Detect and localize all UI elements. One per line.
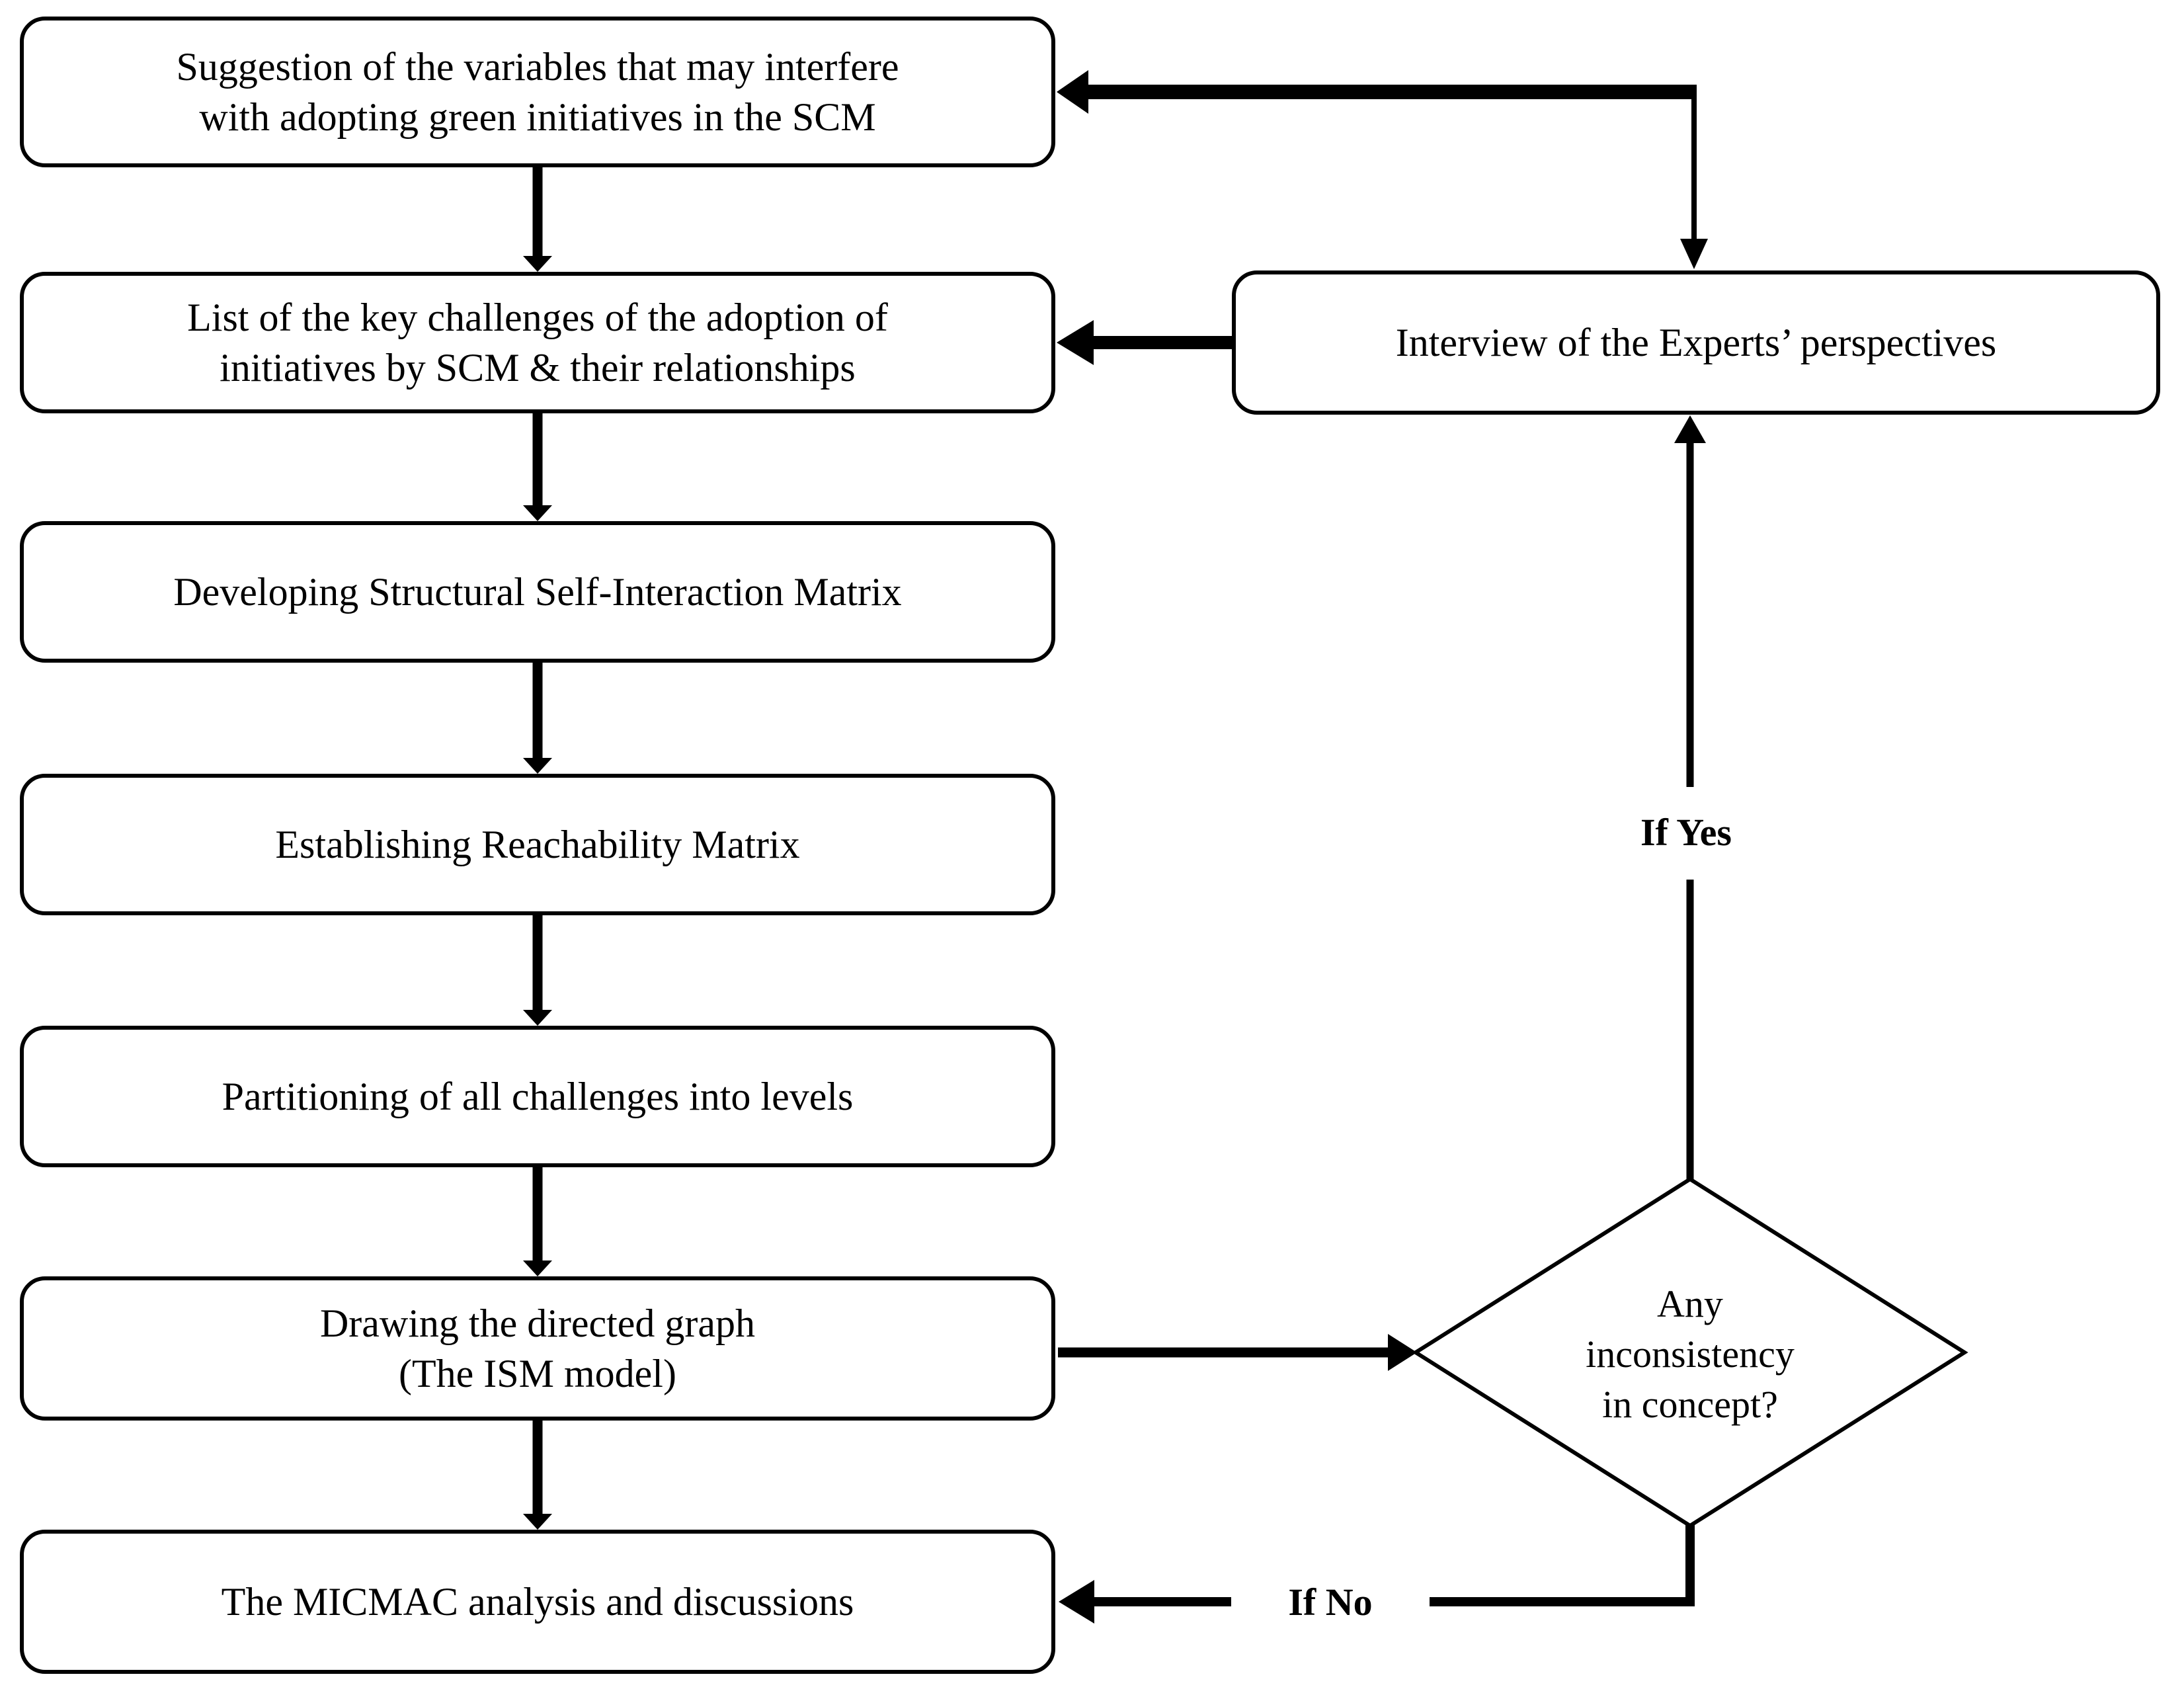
arrowhead-suggestion-to-list bbox=[523, 256, 552, 272]
box-directed-graph-ism-model-text: Drawing the directed graph (The ISM mode… bbox=[319, 1302, 756, 1395]
arrowhead-interview-to-list bbox=[1057, 320, 1094, 365]
box-list-of-key-challenges-text: List of the key challenges of the adopti… bbox=[187, 296, 888, 390]
box-reachability-matrix: Establishing Reachability Matrix bbox=[20, 774, 1055, 915]
arrowhead-digraph-to-decision bbox=[1388, 1334, 1417, 1371]
box-developing-ssim-text: Developing Structural Self-Interaction M… bbox=[173, 570, 902, 614]
arrowhead-into-interview-top bbox=[1680, 239, 1708, 269]
decision-diamond-shape bbox=[1412, 1177, 1968, 1528]
decision-any-inconsistency-text: Any inconsistency in concept? bbox=[1586, 1282, 1795, 1426]
arrowhead-reachability-to-partitioning bbox=[523, 1010, 552, 1026]
box-list-of-key-challenges: List of the key challenges of the adopti… bbox=[20, 272, 1055, 413]
box-partitioning-levels-text: Partitioning of all challenges into leve… bbox=[222, 1075, 854, 1118]
arrowhead-into-interview-bottom bbox=[1674, 415, 1706, 443]
arrowhead-ssim-to-reachability bbox=[523, 758, 552, 774]
box-developing-ssim: Developing Structural Self-Interaction M… bbox=[20, 521, 1055, 663]
edge-label-if-no: If No bbox=[1231, 1574, 1430, 1630]
box-directed-graph-ism-model: Drawing the directed graph (The ISM mode… bbox=[20, 1276, 1055, 1421]
arrowhead-digraph-to-micmac bbox=[523, 1514, 552, 1530]
decision-any-inconsistency: Any inconsistency in concept? bbox=[1492, 1232, 1888, 1477]
edge-label-if-yes: If Yes bbox=[1587, 804, 1785, 860]
box-partitioning-levels: Partitioning of all challenges into leve… bbox=[20, 1026, 1055, 1167]
box-reachability-matrix-text: Establishing Reachability Matrix bbox=[275, 823, 800, 866]
arrowhead-into-suggestion bbox=[1057, 70, 1088, 114]
box-suggestion-of-variables: Suggestion of the variables that may int… bbox=[20, 17, 1055, 167]
arrowhead-list-to-ssim bbox=[523, 505, 552, 521]
arrowhead-into-micmac bbox=[1059, 1580, 1094, 1624]
box-micmac-analysis: The MICMAC analysis and discussions bbox=[20, 1530, 1055, 1674]
box-experts-interview: Interview of the Experts’ perspectives bbox=[1232, 270, 2160, 415]
box-micmac-analysis-text: The MICMAC analysis and discussions bbox=[221, 1580, 854, 1624]
arrowhead-partitioning-to-digraph bbox=[523, 1261, 552, 1276]
box-experts-interview-text: Interview of the Experts’ perspectives bbox=[1395, 321, 1997, 364]
box-suggestion-of-variables-text: Suggestion of the variables that may int… bbox=[176, 45, 899, 139]
